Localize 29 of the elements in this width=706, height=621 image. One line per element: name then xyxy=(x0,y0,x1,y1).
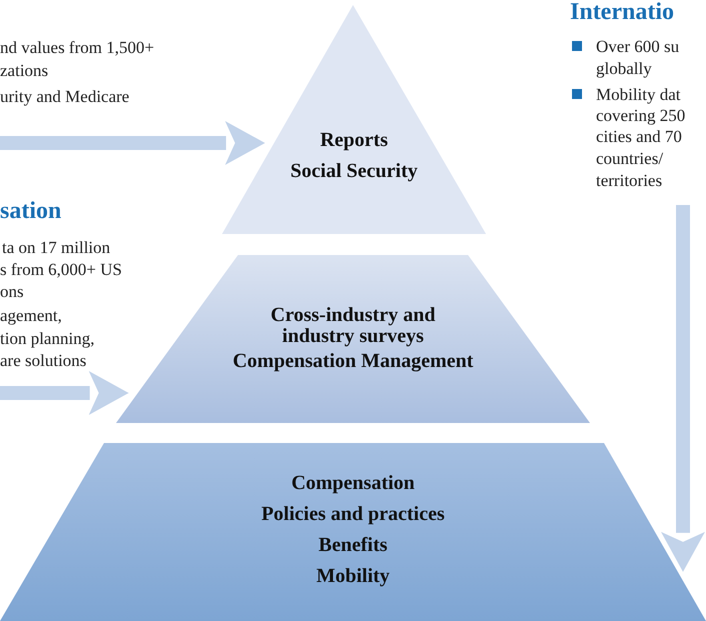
list-text: are solutions xyxy=(0,352,86,369)
list-text: agement, xyxy=(0,307,62,324)
list-text: ta on 17 million xyxy=(2,239,110,256)
arrow xyxy=(661,205,705,572)
list-text: covering 250 xyxy=(596,107,686,124)
tier-label: Compensation xyxy=(291,473,415,494)
section-heading: sation xyxy=(0,199,62,223)
list-text: ons xyxy=(0,283,24,300)
list-text: tion planning, xyxy=(0,330,94,347)
list-text: nd values from 1,500+ xyxy=(0,39,154,56)
list-text: Over 600 su xyxy=(596,38,680,55)
section-heading: Internatio xyxy=(570,0,674,24)
tier-label: Policies and practices xyxy=(261,504,445,525)
list-text: zations xyxy=(0,62,48,79)
list-text: territories xyxy=(596,172,662,189)
tier-label: Mobility xyxy=(316,566,390,587)
list-text: countries/ xyxy=(596,150,664,167)
list-text: globally xyxy=(596,60,652,77)
arrow xyxy=(0,121,266,165)
list-text: urity and Medicare xyxy=(0,88,130,105)
list-text: cities and 70 xyxy=(596,128,682,145)
tier-label: Cross-industry and industry surveys xyxy=(270,305,436,347)
list-text: Mobility dat xyxy=(596,86,681,103)
tier-label: Reports xyxy=(320,130,388,151)
tier-label: Benefits xyxy=(318,535,388,556)
list-text: s from 6,000+ US xyxy=(0,261,122,278)
arrow xyxy=(0,371,129,415)
tier-label: Compensation Management xyxy=(232,351,474,372)
tier-label: Social Security xyxy=(290,161,418,182)
